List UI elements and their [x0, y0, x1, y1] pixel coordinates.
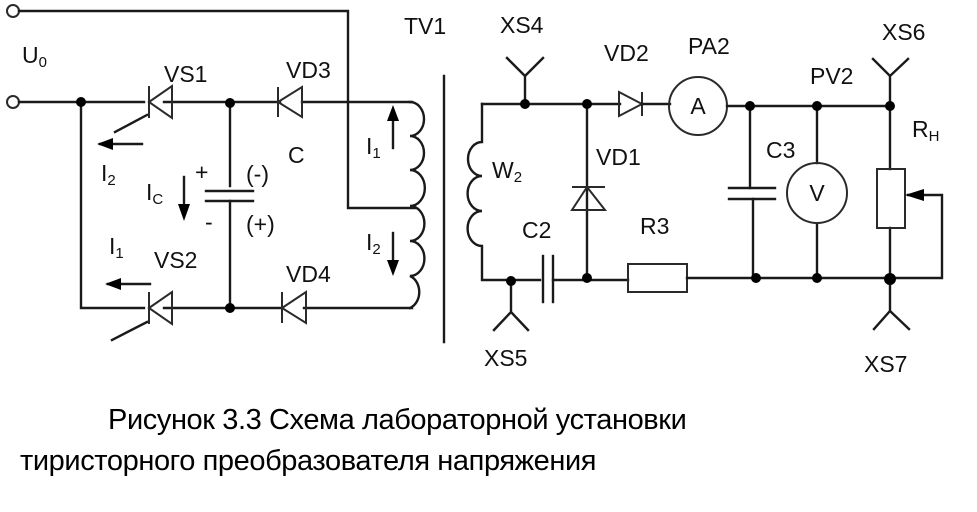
- circuit-schematic: U0 VS1 VS2 VD3 VD4 C (-) (+) + - IC I2 I…: [6, 4, 944, 377]
- label-c: C: [288, 142, 305, 168]
- arrow-i2-coil: [387, 231, 399, 276]
- label-xs6: XS6: [882, 19, 925, 45]
- label-w2: W2: [492, 157, 522, 186]
- label-vd3: VD3: [286, 57, 331, 83]
- label-xs7: XS7: [864, 351, 907, 377]
- input-terminals: [6, 4, 417, 210]
- arrow-i1-coil: [387, 105, 399, 150]
- label-minus-paren: (-): [246, 161, 269, 187]
- figure-caption-line1: Рисунок 3.3 Схема лабораторной установки: [108, 404, 687, 436]
- connector-xs4: [505, 56, 545, 106]
- label-vs1: VS1: [164, 61, 207, 87]
- label-c2: C2: [522, 217, 551, 243]
- label-plus-paren: (+): [246, 211, 275, 237]
- label-r3: R3: [640, 213, 669, 239]
- label-vs2: VS2: [154, 247, 197, 273]
- connector-xs7: [872, 309, 911, 331]
- arrow-i2-left: [97, 138, 144, 150]
- arrow-ic: [178, 175, 190, 221]
- capacitor-c3: [727, 186, 777, 201]
- label-vd4: VD4: [286, 261, 331, 287]
- diode-vd4: [280, 290, 307, 325]
- capacitor-c2: [541, 254, 555, 304]
- connector-xs5: [492, 279, 530, 332]
- label-vd2: VD2: [604, 40, 649, 66]
- vs1-gate: [113, 113, 149, 134]
- label-i2-coil: I2: [366, 229, 381, 258]
- label-u0: U0: [22, 42, 47, 71]
- label-vd1: VD1: [596, 144, 641, 170]
- label-tv1: TV1: [404, 13, 446, 39]
- label-plus: +: [195, 159, 208, 185]
- thyristor-vs1: [113, 84, 173, 134]
- rh-wiper-arrow: [905, 189, 924, 201]
- label-i1-left: I1: [109, 233, 124, 262]
- secondary-winding-w2: [466, 102, 542, 282]
- label-i1-coil: I1: [366, 133, 381, 162]
- voltmeter-symbol: V: [809, 180, 825, 206]
- diode-vd2: [618, 90, 645, 118]
- connector-xs6: [871, 57, 910, 108]
- label-c3: C3: [766, 137, 795, 163]
- label-xs4: XS4: [500, 12, 544, 38]
- ammeter-symbol: A: [690, 93, 706, 119]
- label-ic: IC: [146, 179, 163, 208]
- output-bottom-rail: [685, 193, 944, 280]
- primary-winding: [408, 100, 427, 310]
- variable-resistor-rh: [876, 168, 906, 229]
- vs2-gate: [110, 320, 149, 342]
- label-i2-left: I2: [101, 160, 116, 189]
- resistor-r3: [627, 263, 688, 293]
- figure-caption-line2: тиристорного преобразователя напряжения: [20, 445, 597, 477]
- label-rh: RH: [912, 116, 939, 145]
- diode-vd3: [276, 85, 303, 119]
- label-pv2: PV2: [810, 63, 853, 89]
- capacitor-c: [204, 189, 255, 203]
- diode-vd1: [570, 185, 608, 211]
- label-xs5: XS5: [484, 345, 527, 371]
- thyristor-vs2: [110, 290, 173, 342]
- top-input-wire: [17, 9, 417, 210]
- junction-dots: [76, 97, 896, 313]
- label-pa2: PA2: [688, 33, 730, 59]
- terminal-bottom: [6, 95, 20, 109]
- label-minus: -: [205, 209, 213, 235]
- left-vertical-wire: [79, 100, 146, 310]
- voltmeter-pv2: [786, 162, 848, 224]
- terminal-top: [6, 4, 20, 18]
- arrow-i1-left: [105, 278, 152, 290]
